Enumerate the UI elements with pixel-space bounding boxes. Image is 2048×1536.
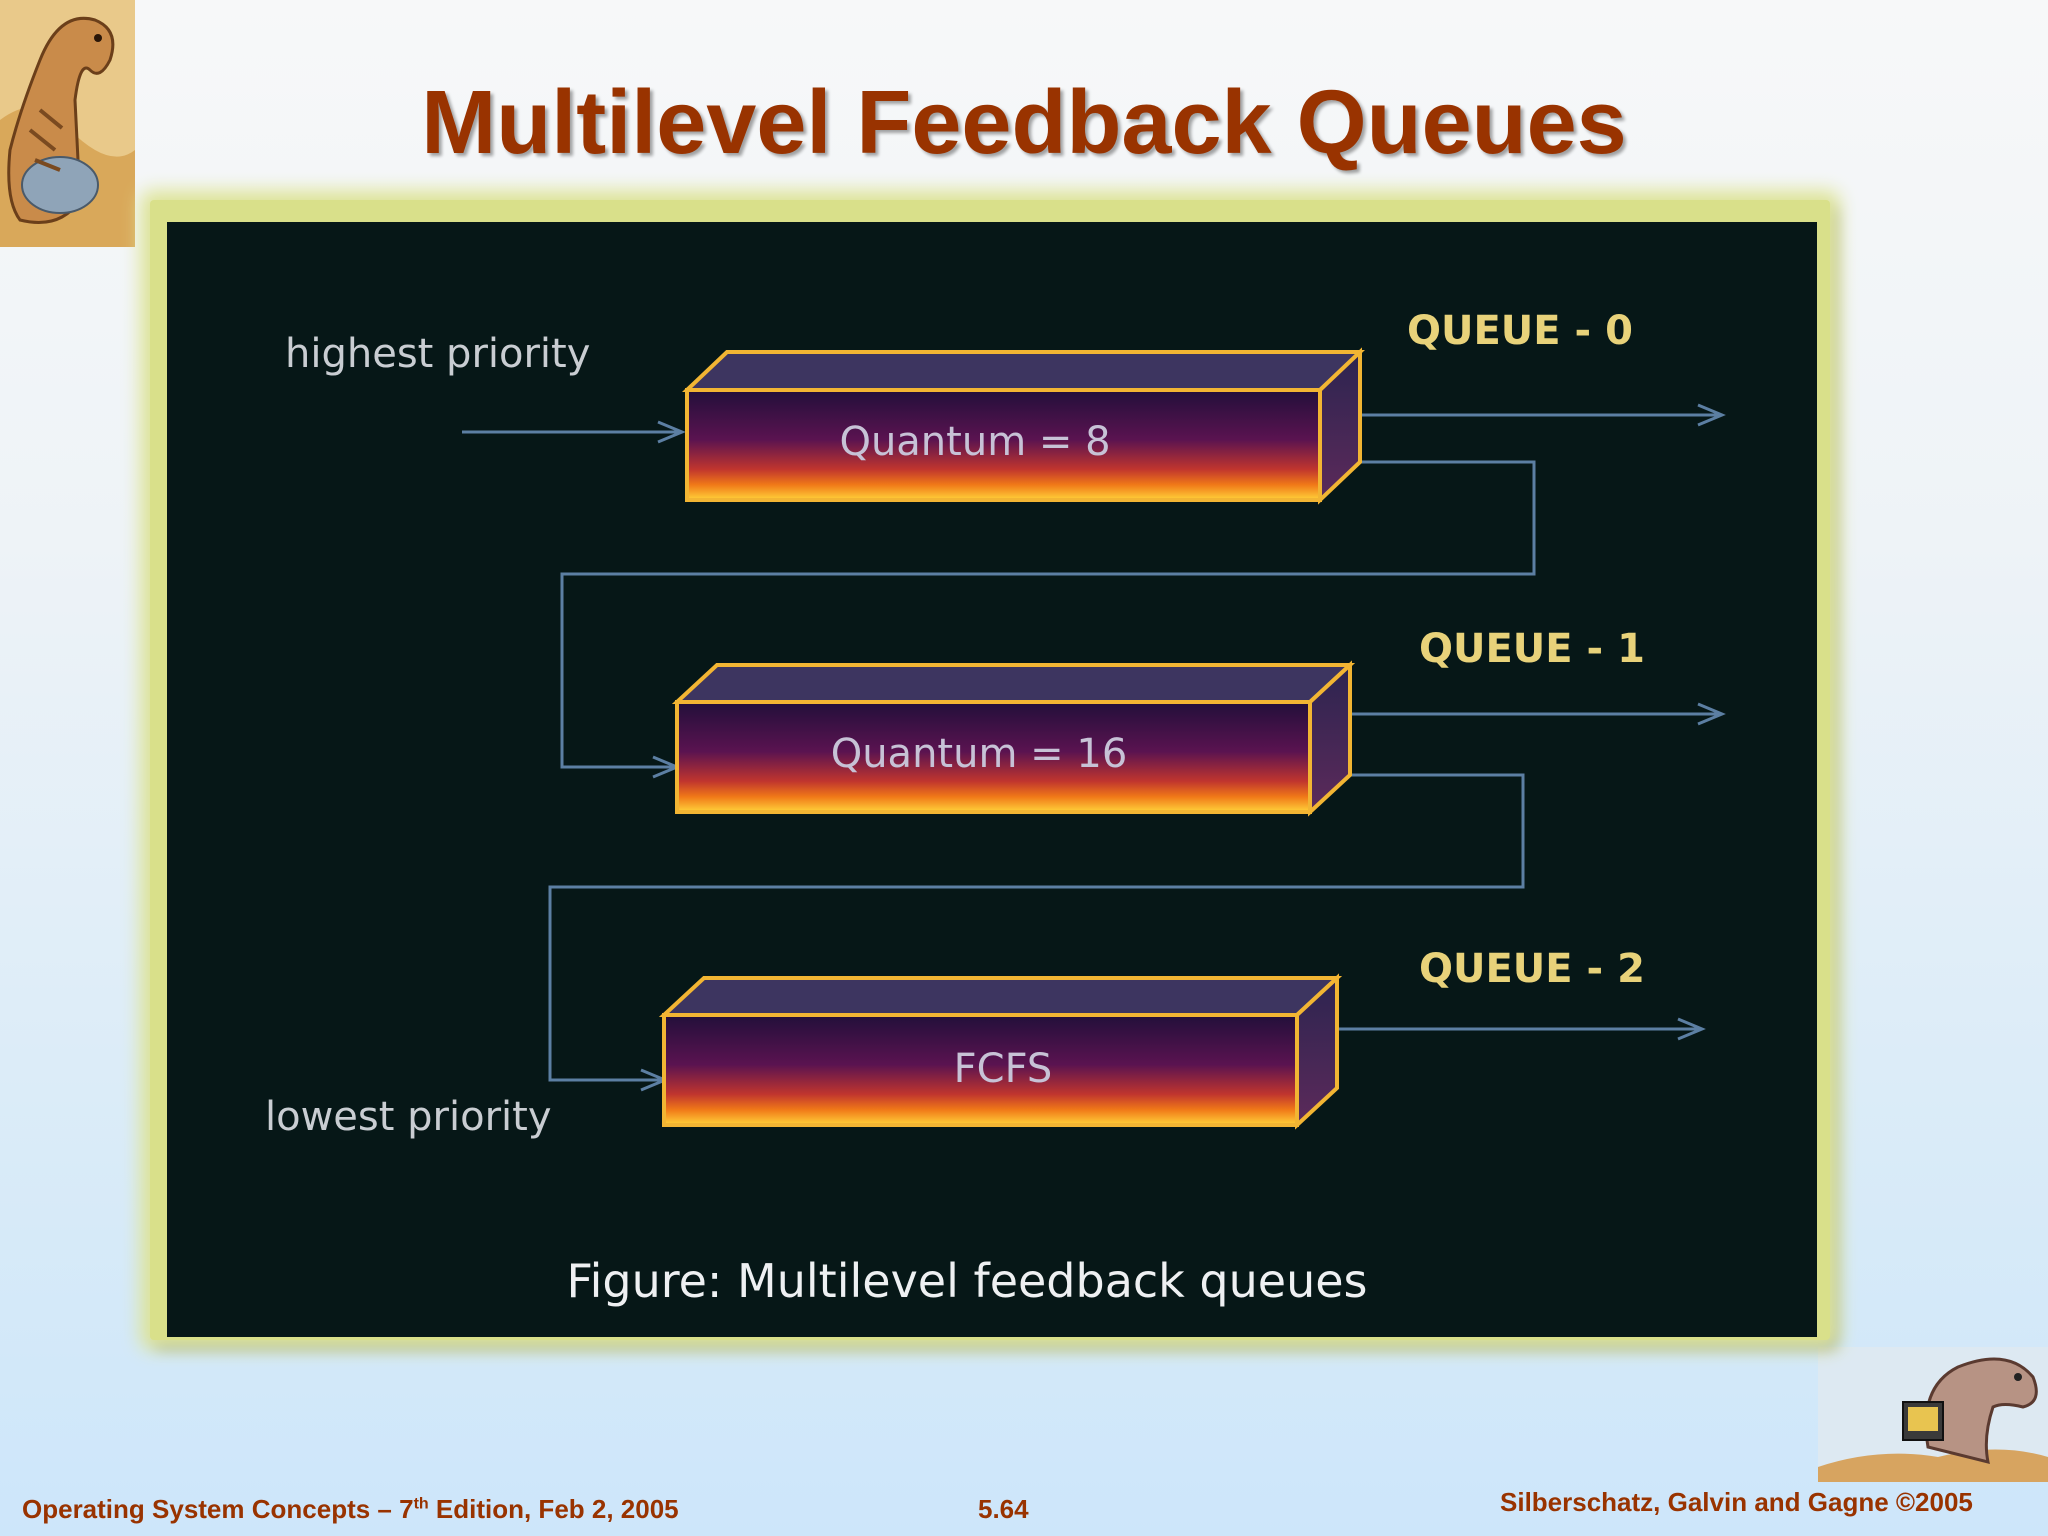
footer-book-title: Operating System Concepts – 7th Edition,… [22, 1494, 679, 1525]
figure-caption: Figure: Multilevel feedback queues [566, 1254, 1367, 1308]
highest-priority-label: highest priority [285, 331, 590, 377]
queue-1-box-label: Quantum = 16 [831, 731, 1128, 777]
queue-2-box: FCFS [658, 973, 1343, 1130]
footer-page-number: 5.64 [978, 1494, 1029, 1524]
queue-0-label: QUEUE - 0 [1407, 308, 1633, 354]
queue-1-box: Quantum = 16 [671, 660, 1356, 817]
queue-2-box-label: FCFS [954, 1046, 1053, 1092]
slide-title: Multilevel Feedback Queues [421, 73, 1627, 173]
lowest-priority-label: lowest priority [265, 1094, 551, 1140]
dinosaur-mascot-bottom-right [1818, 1347, 2048, 1482]
queue-0-box: Quantum = 8 [681, 347, 1366, 505]
queue-1-label: QUEUE - 1 [1419, 626, 1645, 672]
queue-0-to-1-connector [560, 460, 1536, 779]
footer-book-title-sup: th [413, 1495, 429, 1513]
footer-authors: Silberschatz, Galvin and Gagne ©2005 [1500, 1487, 1973, 1517]
queue-0-box-label: Quantum = 8 [839, 419, 1110, 465]
footer-book-title-prefix: Operating System Concepts – 7 [22, 1494, 414, 1524]
dinosaur-mascot-top-left [0, 0, 135, 247]
footer-book-title-suffix: Edition, Feb 2, 2005 [428, 1494, 679, 1524]
multilevel-queue-figure: highest priority lowest priority QUEUE -… [167, 222, 1817, 1337]
queue-2-label: QUEUE - 2 [1419, 946, 1645, 992]
diagram-canvas: highest priority lowest priority QUEUE -… [265, 308, 1726, 1308]
queue-1-to-2-connector [548, 773, 1525, 1092]
